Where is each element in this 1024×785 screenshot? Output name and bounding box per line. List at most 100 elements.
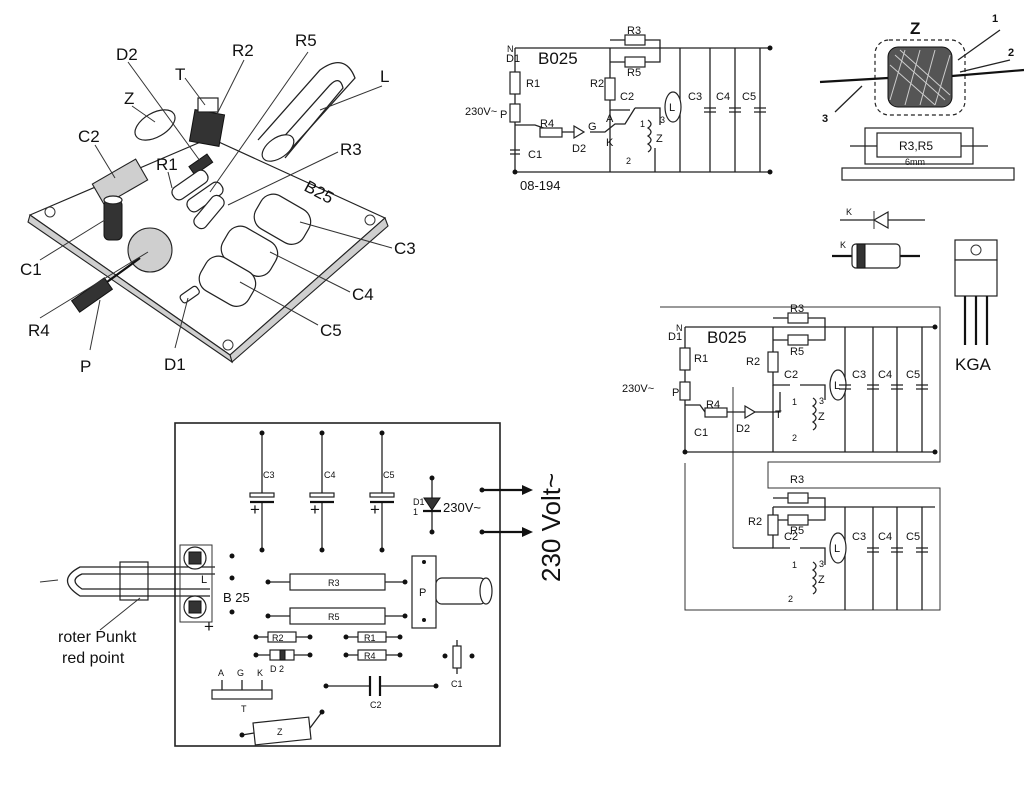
callout-c1: C1 [20,260,42,279]
callout-c3: C3 [394,239,416,258]
callout-d1: D1 [164,355,186,374]
layout-p: P [419,587,426,599]
callout-c4: C4 [352,285,374,304]
layout-c4: C4 [324,470,336,480]
parts-detail: K K KGA [832,207,998,374]
layout-c2: C2 [370,700,382,710]
s2-label-c4: C4 [878,369,892,381]
transistor-t [188,109,226,147]
c4-plus: + [310,500,320,519]
c5-plus: + [370,500,380,519]
layout-r3: R3 [328,578,340,588]
s2-label-z: Z [818,411,825,423]
note-red-point-de: roter Punkt [58,629,137,646]
callout-z: Z [124,89,134,108]
s2-label-c5: C5 [906,369,920,381]
s2-label-d1: D1 [668,331,682,343]
label-pin1: 1 [640,119,645,129]
s2-ext-c3: C3 [852,531,866,543]
layout-lamp-l: L [201,574,207,586]
label-r2: R2 [590,78,604,90]
label-z: Z [656,133,663,145]
s2-label-input: 230V~ [622,383,654,395]
capacitor-c1 [103,199,123,241]
layout-r1: R1 [364,633,376,643]
s2-ext-c4: C4 [878,531,892,543]
layout-r4: R4 [364,651,376,661]
label-d2: D2 [572,143,586,155]
label-g: G [588,121,597,133]
label-pin3: 3 [660,115,665,125]
pictorial-assembly: B25 [20,31,416,376]
s2-ext-pin2: 2 [788,594,793,604]
lamp-plus: + [204,617,214,636]
label-d1: D1 [506,53,520,65]
coil-lead-3: 3 [822,113,828,125]
label-input: 230V~ [465,106,497,118]
callout-t: T [175,65,185,84]
label-c1: C1 [528,149,542,161]
coil-z-label: Z [910,19,920,38]
layout-c1: C1 [451,679,463,689]
lamp-u-tube [257,62,356,151]
label-pin2: 2 [626,156,631,166]
layout-pin-a: A [218,668,224,678]
s2-label-d2: D2 [736,423,750,435]
coil-detail: Z 1 2 3 R3,R5 6mm [819,13,1024,181]
s2-label-p: P [672,387,679,399]
coil-lead-2: 2 [1008,47,1014,59]
s2-ext-r2: R2 [748,516,762,528]
s2-label-r2: R2 [746,356,760,368]
schematic-title: B025 [538,49,578,68]
s2-label-c2: C2 [784,369,798,381]
schematic2-title: B025 [707,328,747,347]
s2-ext-l: L [834,543,840,555]
label-r5: R5 [627,67,641,79]
schematic-extended: B025 N D1 R1 230V~ P R2 R3 R5 C2 R4 D2 T… [622,303,941,611]
label-l: L [669,102,675,114]
layout-pin-g: G [237,668,244,678]
pcb-layout: + + + C3 C4 C5 D1 1 230V~ 230 Volt~ L B … [39,422,566,747]
layout-d1: D1 [413,497,425,507]
capacitor-cylinders [198,193,312,307]
label-c2: C2 [620,91,634,103]
label-r4: R4 [540,118,554,130]
layout-t: T [241,704,247,714]
layout-c5: C5 [383,470,395,480]
layout-electrolytics: + + + [249,430,395,553]
schematic-top: B025 N D1 R1 230V~ P R2 R3 R5 C2 R4 G A … [465,25,773,193]
label-k: K [606,137,614,149]
layout-lamp [39,544,215,631]
s2-ext-c5: C5 [906,531,920,543]
capacitor-c2 [91,158,149,206]
s2-label-c1: C1 [694,427,708,439]
layout-z: Z [277,727,283,737]
s2-label-r4: R4 [706,399,720,411]
callout-r5: R5 [295,31,317,50]
s2-label-t: T [775,409,782,421]
layout-r5: R5 [328,612,340,622]
s2-label-c3: C3 [852,369,866,381]
layout-d1-voltage: 230V~ [443,500,481,515]
diode-k-symbol: K [846,207,852,217]
label-a: A [606,113,614,125]
potentiometer-p [127,227,173,273]
callout-r2: R2 [232,41,254,60]
c3-plus: + [250,500,260,519]
layout-d2: D 2 [270,664,284,674]
coil-z [134,109,176,141]
diode-k-body: K [840,240,846,250]
mount-label: R3,R5 [899,139,933,153]
layout-r2: R2 [272,633,284,643]
s2-ext-pin1: 1 [792,560,797,570]
schematic-code: 08-194 [520,178,560,193]
layout-d1-num: 1 [413,507,418,517]
label-c5: C5 [742,91,756,103]
s2-label-l: L [834,380,840,392]
s2-ext-pin3: 3 [819,559,824,569]
s2-label-pin1: 1 [792,397,797,407]
label-c4: C4 [716,91,730,103]
s2-ext-r3: R3 [790,474,804,486]
s2-label-r1: R1 [694,353,708,365]
